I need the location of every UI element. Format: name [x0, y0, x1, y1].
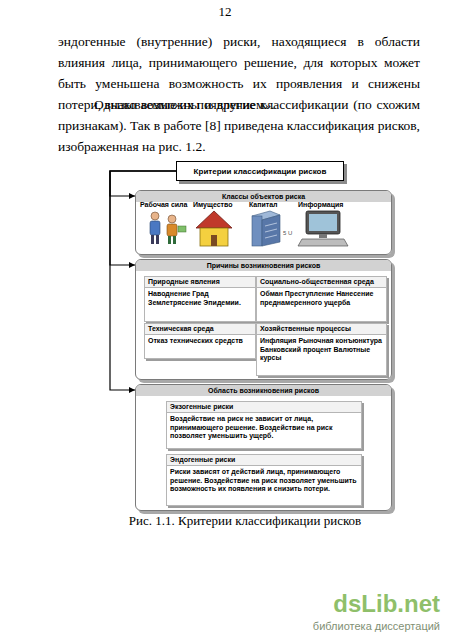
box-heading: Природные явления: [145, 277, 255, 288]
object-label: Информация: [298, 201, 354, 208]
capital-icon: [252, 211, 280, 246]
box-heading: Хозяйственные процессы: [257, 324, 386, 335]
connector-arrow: [110, 171, 176, 265]
property-icon: [196, 211, 232, 246]
figure-caption: Рис. 1.1. Критерии классификации рисков: [40, 513, 450, 529]
watermark: библиотека диссертаций: [290, 620, 440, 632]
category-box: Хозяйственные процессыИнфляция Рыночная …: [256, 323, 387, 376]
object-label: Рабочая сила: [140, 201, 192, 208]
box-heading: Эндогенные риски: [167, 455, 361, 466]
object-label: Капитал: [249, 201, 289, 208]
category-box: Экзогенные рискиВоздействие на риск не з…: [166, 401, 362, 449]
panel-heading: Причины возникновения рисков: [136, 260, 391, 271]
category-box: Эндогенные рискиРиски зависят от действи…: [166, 454, 362, 506]
criteria-panel: Область возникновения рисковЭкзогенные р…: [135, 384, 392, 511]
object-label: Имущество: [193, 201, 243, 208]
root-box: Критерии классификации рисков: [176, 161, 344, 181]
category-box: Природные явленияНаводнение Град Землетр…: [144, 276, 256, 322]
panel-heading: Область возникновения рисков: [136, 385, 391, 396]
watermark: dsLib.net: [310, 590, 440, 618]
box-body: Воздействие на риск не зависит от лица, …: [167, 413, 361, 443]
category-box: Социально-общественная средаОбман Престу…: [256, 276, 387, 322]
box-body: Наводнение Град Землетрясение Эпидемии.: [145, 288, 255, 309]
root-title: Критерии классификации рисков: [194, 167, 327, 176]
box-body: Отказ технических средств: [145, 335, 255, 348]
box-body: Риски зависят от действий лица, принимаю…: [167, 466, 361, 496]
page-number: 12: [0, 4, 450, 20]
criteria-panel: Классы объектов риска: [135, 190, 392, 255]
information-icon: [298, 211, 348, 246]
criteria-panel: Причины возникновения рисковПриродные яв…: [135, 259, 392, 380]
box-body: Инфляция Рыночная конъюнктура Банковский…: [257, 335, 386, 365]
box-heading: Социально-общественная среда: [257, 277, 386, 288]
box-heading: Техническая среда: [145, 324, 255, 335]
category-box: Техническая средаОтказ технических средс…: [144, 323, 256, 359]
icon-mark: 5 U: [283, 230, 303, 236]
panel-heading: Классы объектов риска: [136, 191, 391, 202]
box-body: Обман Преступление Нанесение преднамерен…: [257, 288, 386, 309]
workforce-icon: [150, 212, 186, 244]
body-paragraph: Однако возможны и другие классификации (…: [58, 94, 420, 157]
box-heading: Экзогенные риски: [167, 402, 361, 413]
